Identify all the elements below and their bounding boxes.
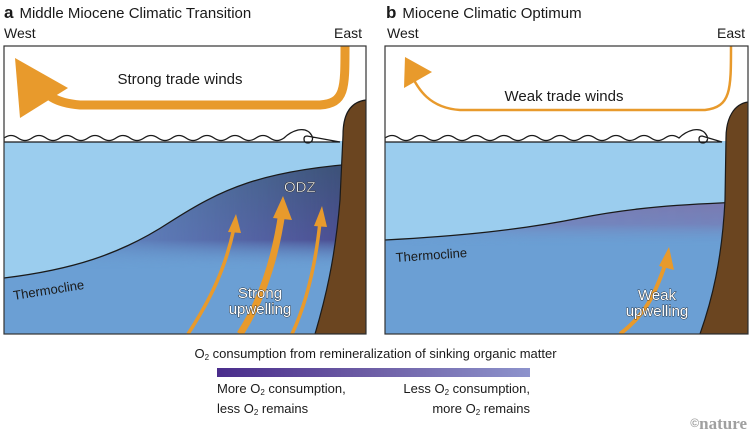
panel-b-title: b Miocene Climatic Optimum: [386, 3, 582, 23]
panel-a-title: a Middle Miocene Climatic Transition: [4, 3, 251, 23]
panel-a-odz-zone: [4, 163, 366, 334]
panel-b-frame: [384, 45, 749, 335]
panel-b-thermocline-label: Thermocline: [395, 245, 467, 265]
panel-b-east-label: East: [717, 25, 746, 41]
panel-a-upwelling-label-line1: Strong: [238, 285, 282, 302]
panel-a-thermocline-line: [4, 162, 366, 279]
legend-left-line2-suffix: remains: [258, 401, 309, 416]
panel-b: [385, 46, 748, 334]
copyright-icon: ©: [690, 416, 700, 430]
panel-b-wind-arrow: [408, 46, 733, 112]
nature-credit: ©nature: [690, 414, 747, 434]
panel-b-wind-arrowhead-icon: [404, 57, 432, 88]
panel-a-wind-arrowhead-icon: [15, 58, 68, 118]
legend-right-line2-suffix: remains: [480, 401, 530, 416]
panel-b-west-label: West: [387, 25, 419, 41]
legend-right-line2-sub: 2: [475, 408, 481, 417]
legend-left-line1-suffix: consumption,: [264, 381, 346, 396]
legend-title-o: O: [194, 346, 205, 361]
panel-a-east-label: East: [334, 25, 363, 41]
legend-left-label: More O2 consumption, less O2 remains: [217, 381, 346, 421]
legend-right-label: Less O2 consumption, more O2 remains: [380, 381, 530, 421]
panel-a-upwelling-arrow-3: [290, 221, 322, 334]
panel-a-title-text: Middle Miocene Climatic Transition: [19, 5, 252, 22]
panel-b-upwelling-arrow: [618, 261, 668, 334]
panel-a-west-label: West: [4, 25, 36, 41]
panel-b-thermocline-line: [385, 201, 748, 241]
panel-a-wave-line: [4, 128, 341, 144]
legend-title-sub: 2: [204, 353, 210, 362]
panel-a-upwelling-arrowhead-3-icon: [314, 206, 327, 227]
panel-a-upwelling-arrow-1: [186, 227, 236, 334]
oxygen-consumption-colorbar: [217, 368, 530, 377]
legend-right-line2-prefix: more O: [432, 401, 476, 416]
panel-a-wind-label: Strong trade winds: [117, 71, 242, 88]
panel-b-odz-zone: [385, 202, 748, 246]
panel-a-upwelling-arrow-2: [237, 211, 286, 334]
panel-b-upwelling-label-line2: upwelling: [626, 303, 689, 320]
legend-right-line1: Less O2 consumption,: [380, 381, 530, 401]
panel-b-land: [699, 101, 748, 334]
panel-a-upwelling-arrowhead-1-icon: [228, 214, 241, 233]
panel-a: [4, 46, 366, 334]
legend-right-line1-prefix: Less O: [403, 381, 445, 396]
legend-left-line2-prefix: less O: [217, 401, 254, 416]
legend-title: O2 consumption from remineralization of …: [0, 346, 751, 362]
panel-a-land: [314, 99, 366, 334]
panel-b-upwelling-arrowhead-icon: [659, 247, 674, 270]
panel-b-wind-label: Weak trade winds: [505, 88, 624, 105]
legend-left-line2: less O2 remains: [217, 401, 346, 421]
legend-left-line1: More O2 consumption,: [217, 381, 346, 401]
legend-right-line2: more O2 remains: [380, 401, 530, 421]
panel-b-title-text: Miocene Climatic Optimum: [402, 5, 582, 22]
panel-a-upwelling-arrowhead-2-icon: [273, 196, 292, 220]
legend-right-line1-sub: 2: [444, 388, 450, 397]
panel-b-upwelling-label-line1: Weak: [638, 287, 677, 304]
legend-left-line1-sub: 2: [260, 388, 265, 397]
legend-title-text: consumption from remineralization of sin…: [209, 346, 557, 361]
panel-a-letter: a: [4, 3, 14, 22]
panel-a-upwelling-label-line2: upwelling: [229, 301, 292, 318]
credit-text: nature: [699, 414, 747, 433]
legend-left-line1-prefix: More O: [217, 381, 261, 396]
panel-a-frame: [3, 45, 367, 335]
panel-a-odz-label: ODZ: [284, 179, 316, 196]
panel-b-wave-line: [385, 128, 723, 144]
panel-b-letter: b: [386, 3, 397, 22]
legend-right-line1-suffix: consumption,: [449, 381, 530, 396]
legend-left-line2-sub: 2: [253, 408, 259, 417]
